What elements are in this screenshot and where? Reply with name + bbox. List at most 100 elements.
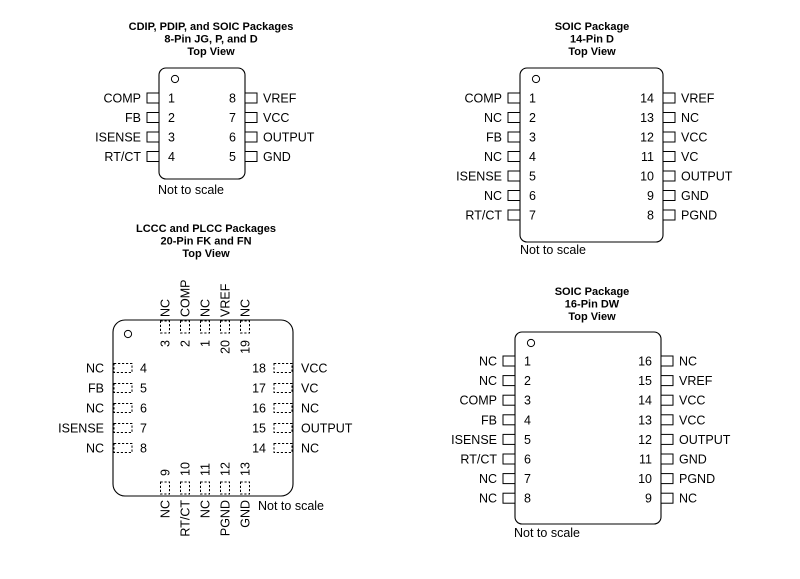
pkg16-lead-1 bbox=[502, 355, 516, 367]
pkg20-pin-label-13: GND bbox=[239, 500, 253, 528]
pkg8-scale-note: Not to scale bbox=[158, 183, 224, 197]
pkg16-lead-4 bbox=[502, 414, 516, 426]
pkg16-pin-number-2: 2 bbox=[524, 374, 531, 388]
pkg20-lead-15 bbox=[273, 423, 293, 433]
pkg20-pin-number-11: 11 bbox=[199, 463, 213, 476]
pkg16-pin-number-1: 1 bbox=[524, 355, 531, 369]
pkg20-pin-number-16: 16 bbox=[252, 402, 266, 416]
pkg16-title-line-3: Top View bbox=[568, 311, 616, 323]
pkg14-title-line-1: SOIC Package bbox=[555, 21, 630, 33]
pkg8-pin-number-7: 7 bbox=[229, 111, 236, 125]
pkg16-lead-12 bbox=[660, 433, 674, 445]
pkg8-body bbox=[158, 67, 246, 180]
pkg16-pin-label-2: NC bbox=[479, 374, 497, 388]
pkg20-body bbox=[112, 319, 294, 497]
pkg16-pin-number-13: 13 bbox=[638, 413, 652, 427]
pkg16-pin-number-14: 14 bbox=[638, 394, 652, 408]
pkg20-title-line-3: Top View bbox=[182, 248, 230, 260]
pkg14-pin-number-14: 14 bbox=[640, 92, 654, 106]
pkg14-pin-label-7: RT/CT bbox=[465, 209, 502, 223]
pkg20-lead-20 bbox=[220, 320, 230, 334]
pkg14-pin-number-6: 6 bbox=[529, 189, 536, 203]
pkg8-lead-5 bbox=[244, 151, 258, 162]
pkg8-pin-label-5: GND bbox=[263, 150, 291, 164]
pkg14-pin-number-7: 7 bbox=[529, 209, 536, 223]
pkg8-pin-number-4: 4 bbox=[168, 150, 175, 164]
pkg14-pin-label-11: VC bbox=[681, 150, 698, 164]
pkg14-lead-3 bbox=[507, 131, 521, 143]
pkg20-pin-label-17: VC bbox=[301, 382, 318, 396]
pkg16-pin-label-6: RT/CT bbox=[460, 453, 497, 467]
pkg16-pin-label-9: NC bbox=[679, 492, 697, 506]
pkg14-pin-label-5: ISENSE bbox=[456, 170, 502, 184]
pkg16-pin-label-15: VREF bbox=[679, 374, 713, 388]
pkg20-pin-label-20: VREF bbox=[219, 283, 233, 317]
pkg16-pin-label-4: FB bbox=[481, 413, 497, 427]
pkg16-lead-11 bbox=[660, 453, 674, 465]
pkg14-pin-number-10: 10 bbox=[640, 170, 654, 184]
pkg16-pin-number-3: 3 bbox=[524, 394, 531, 408]
pkg20-pin-number-12: 12 bbox=[219, 462, 233, 476]
pkg20-pin-label-3: NC bbox=[159, 299, 173, 317]
pkg20-lead-13 bbox=[240, 481, 250, 495]
pkg20-pin-label-5: FB bbox=[88, 382, 104, 396]
pkg16-pin-label-12: OUTPUT bbox=[679, 433, 731, 447]
pkg20-pin-label-9: NC bbox=[159, 500, 173, 518]
pkg16-title-line-2: 16-Pin DW bbox=[565, 299, 620, 311]
pkg14-pin-label-8: PGND bbox=[681, 209, 717, 223]
pkg16-pin-label-13: VCC bbox=[679, 413, 705, 427]
pkg14-pin-label-12: VCC bbox=[681, 131, 707, 145]
pin1-indicator-icon bbox=[123, 329, 133, 339]
pkg14-pin-label-6: NC bbox=[484, 189, 502, 203]
pkg20-pin-number-14: 14 bbox=[252, 442, 266, 456]
pkg14-pin-number-11: 11 bbox=[641, 150, 654, 164]
pin1-indicator-icon bbox=[531, 74, 541, 84]
pkg16-pin-number-6: 6 bbox=[524, 453, 531, 467]
pkg8-pin-label-1: COMP bbox=[104, 92, 142, 106]
pkg16-pin-label-8: NC bbox=[479, 492, 497, 506]
pkg20-lead-14 bbox=[273, 443, 293, 453]
pkg16-lead-15 bbox=[660, 375, 674, 387]
pkg8-pin-label-4: RT/CT bbox=[104, 150, 141, 164]
pkg16-pin-label-3: COMP bbox=[460, 394, 498, 408]
pkg16-lead-3 bbox=[502, 394, 516, 406]
pkg16-pin-label-7: NC bbox=[479, 472, 497, 486]
pkg8-lead-6 bbox=[244, 131, 258, 143]
pkg20-pin-label-11: NC bbox=[199, 500, 213, 518]
pkg16-scale-note: Not to scale bbox=[514, 526, 580, 540]
pkg14-lead-5 bbox=[507, 170, 521, 182]
pkg20-pin-number-8: 8 bbox=[140, 442, 147, 456]
pkg8-lead-3 bbox=[146, 131, 160, 143]
pkg20-lead-7 bbox=[113, 423, 133, 433]
pkg20-title-line-1: LCCC and PLCC Packages bbox=[136, 223, 276, 235]
pkg16-pin-number-8: 8 bbox=[524, 492, 531, 506]
pkg14-lead-4 bbox=[507, 151, 521, 162]
pkg16-pin-number-5: 5 bbox=[524, 433, 531, 447]
pkg20-pin-number-19: 19 bbox=[239, 340, 253, 354]
pkg20-pin-number-18: 18 bbox=[252, 362, 266, 376]
pkg20-lead-4 bbox=[113, 363, 133, 373]
pkg14-lead-12 bbox=[662, 131, 676, 143]
pkg20-pin-label-16: NC bbox=[301, 402, 319, 416]
pkg20-pin-number-5: 5 bbox=[140, 382, 147, 396]
pkg14-pin-number-1: 1 bbox=[529, 92, 536, 106]
pkg14-title-line-3: Top View bbox=[568, 46, 616, 58]
pkg8-pin-number-5: 5 bbox=[229, 150, 236, 164]
pkg8-pin-label-3: ISENSE bbox=[95, 131, 141, 145]
pkg8-lead-1 bbox=[146, 92, 160, 104]
pkg20-pin-number-15: 15 bbox=[252, 422, 266, 436]
pkg8-pin-number-1: 1 bbox=[168, 92, 175, 106]
pkg8-title-line-3: Top View bbox=[187, 46, 235, 58]
pkg20-pin-label-1: NC bbox=[199, 299, 213, 317]
pkg16-pin-label-1: NC bbox=[479, 355, 497, 369]
pkg14-lead-14 bbox=[662, 92, 676, 104]
pkg20-pin-label-7: ISENSE bbox=[58, 422, 104, 436]
pkg16-pin-number-9: 9 bbox=[645, 492, 652, 506]
pkg8-lead-7 bbox=[244, 112, 258, 123]
pkg8-pin-number-2: 2 bbox=[168, 111, 175, 125]
pkg14-pin-number-8: 8 bbox=[647, 209, 654, 223]
pkg8-lead-4 bbox=[146, 151, 160, 162]
